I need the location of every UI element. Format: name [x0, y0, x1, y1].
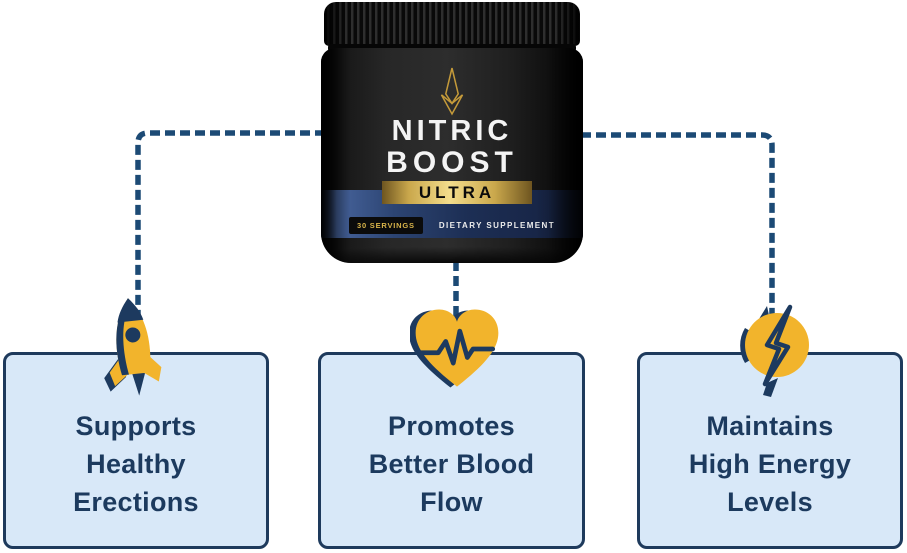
jar-lid: [324, 2, 580, 46]
product-name-line2: BOOST: [386, 146, 518, 179]
benefit-card-erections: Supports Healthy Erections: [3, 352, 269, 549]
lightning-icon: [740, 304, 809, 397]
product-name-line1: NITRIC: [391, 115, 513, 147]
benefit-label: Maintains High Energy Levels: [688, 411, 852, 517]
brand-arrow-icon: [440, 67, 464, 116]
variant-badge: ULTRA: [382, 181, 532, 204]
product-jar: NITRIC BOOST ULTRA 30 SERVINGS DIETARY S…: [321, 2, 583, 263]
benefit-label: Promotes Better Blood Flow: [368, 411, 535, 517]
jar-label: NITRIC BOOST ULTRA 30 SERVINGS DIETARY S…: [321, 48, 583, 263]
heart-pulse-icon: [410, 309, 499, 388]
benefit-label: Supports Healthy Erections: [73, 411, 199, 517]
supplement-type-label: DIETARY SUPPLEMENT: [438, 221, 556, 230]
product-name: NITRIC BOOST: [321, 115, 583, 179]
servings-badge: 30 SERVINGS: [348, 217, 423, 234]
jar-meta-row: 30 SERVINGS DIETARY SUPPLEMENT: [321, 217, 583, 234]
connector-right: [566, 132, 775, 322]
rocket-icon: [104, 298, 162, 396]
connector-left: [135, 130, 340, 322]
